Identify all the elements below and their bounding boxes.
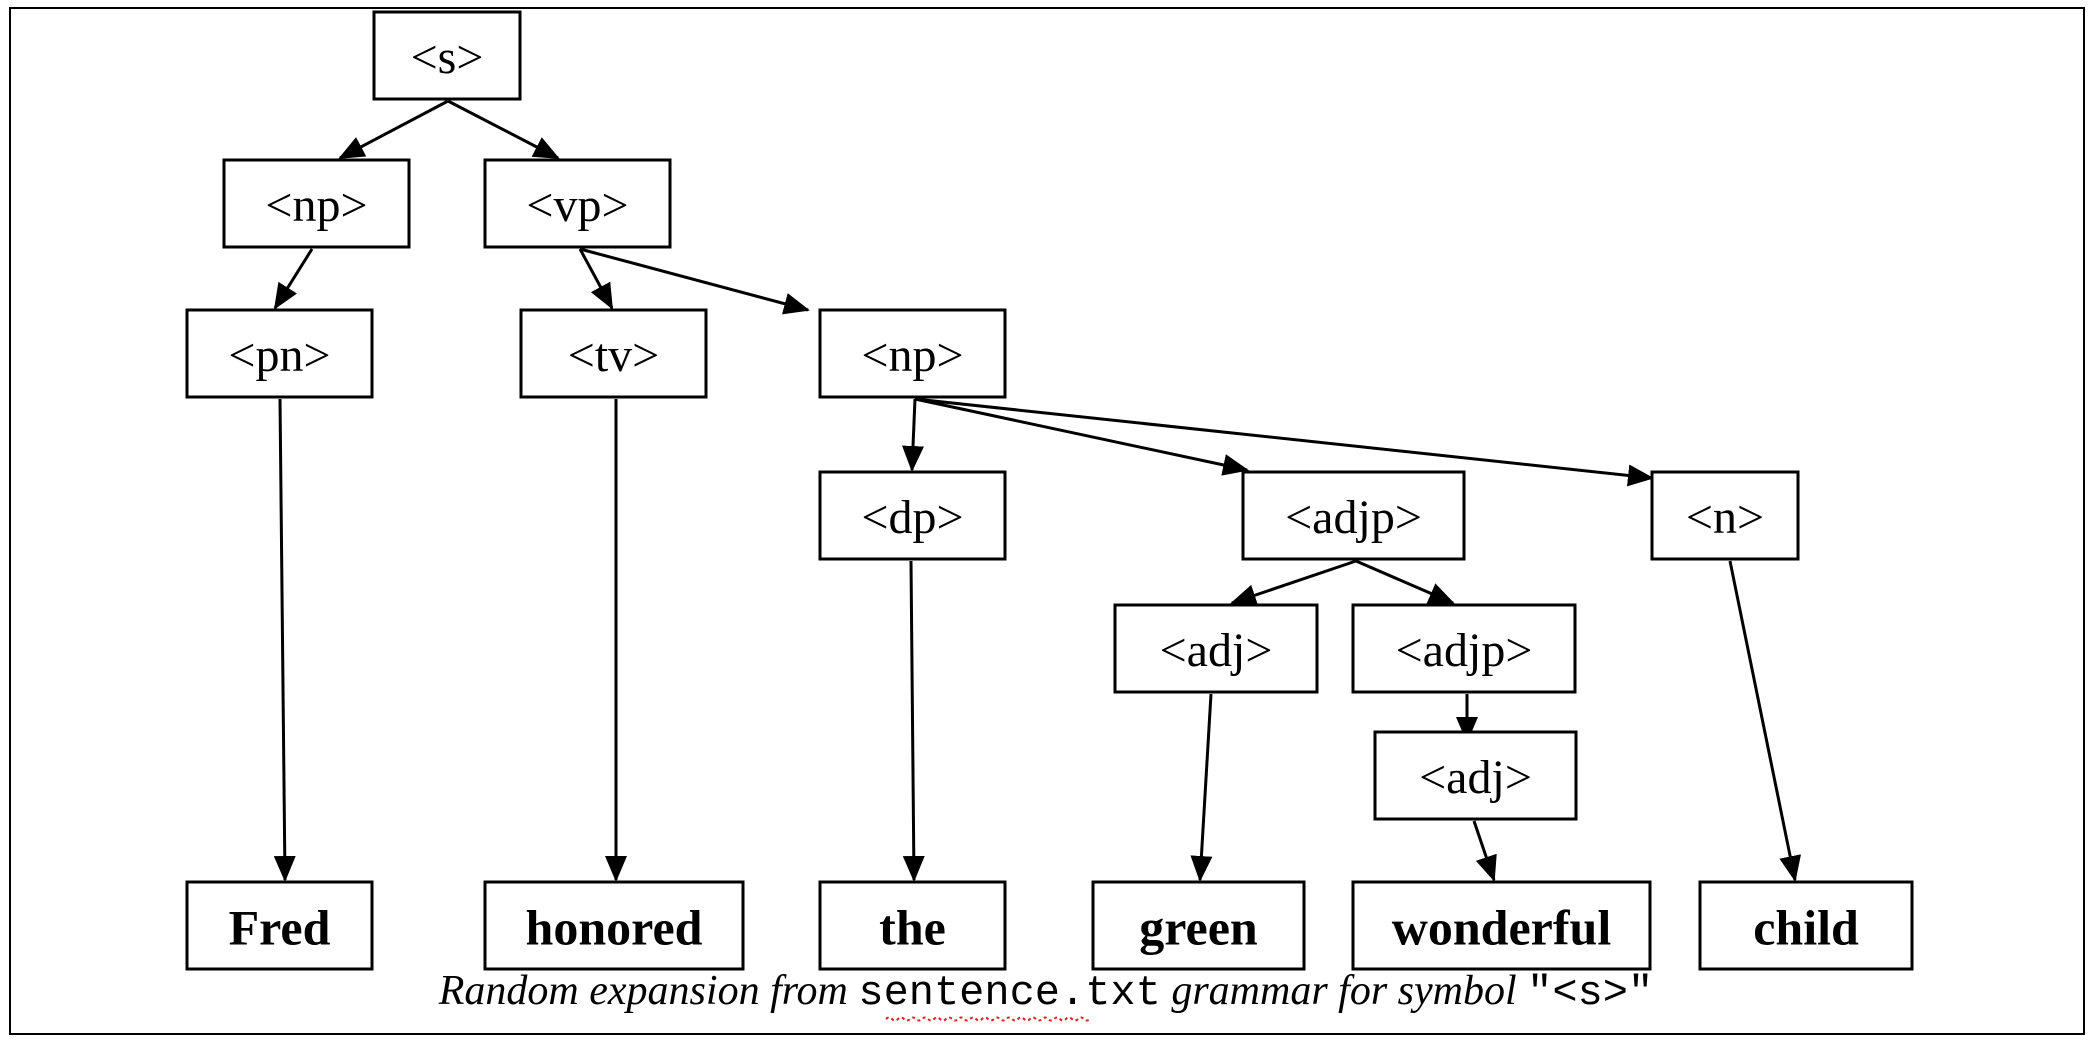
tree-node-tv: <tv> <box>519 308 708 399</box>
edge-adj2-wonderful <box>1472 820 1497 882</box>
node-box <box>222 158 411 249</box>
node-box <box>1241 470 1466 561</box>
tree-edges <box>273 99 1801 882</box>
node-box <box>185 880 374 971</box>
caption-symbol: "<s>" <box>1527 969 1653 1017</box>
node-box <box>818 880 1007 971</box>
tree-nodes: <s> <np> <vp> <pn> <tv> <np> <dp> <adjp> <n> <adj… <box>185 10 1914 971</box>
leaf-node-honored: honored <box>483 880 745 971</box>
node-label: child <box>1753 900 1859 956</box>
diagram-frame <box>9 7 2085 1035</box>
edge-s-np1 <box>338 99 449 160</box>
tree-node-pn: <pn> <box>185 308 374 399</box>
node-box <box>1351 603 1577 694</box>
node-label: the <box>879 900 946 956</box>
node-box <box>1351 880 1652 971</box>
caption-middle: grammar for symbol <box>1161 968 1527 1014</box>
tree-node-adjp2: <adjp> <box>1351 603 1577 694</box>
node-box <box>1091 880 1306 971</box>
node-box <box>818 308 1007 399</box>
node-box <box>1650 470 1800 561</box>
node-label: <adjp> <box>1285 491 1422 544</box>
node-label: <adj> <box>1419 751 1532 804</box>
node-label: <adjp> <box>1396 624 1533 677</box>
tree-node-adjp1: <adjp> <box>1241 470 1466 561</box>
node-box <box>372 10 522 101</box>
node-label: <vp> <box>526 179 628 232</box>
node-label: green <box>1139 900 1258 956</box>
node-box <box>519 308 708 399</box>
tree-node-n: <n> <box>1650 470 1800 561</box>
tree-node-np2: <np> <box>818 308 1007 399</box>
edge-vp-np2 <box>579 247 810 315</box>
edge-adjp1-adjp2 <box>1355 559 1455 605</box>
node-box <box>185 308 374 399</box>
leaf-node-the: the <box>818 880 1007 971</box>
edge-pn-fred <box>273 398 296 882</box>
edge-np2-adjp1 <box>914 397 1249 476</box>
edge-np2-n <box>914 397 1654 487</box>
node-label: <dp> <box>861 491 963 544</box>
caption: Random expansion from sentence.txt gramm… <box>438 968 1653 1017</box>
leaf-node-wonderful: wonderful <box>1351 880 1652 971</box>
edge-adjp1-adj1 <box>1230 559 1357 606</box>
spellcheck-underline <box>885 1016 1091 1022</box>
caption-filename: sentence.txt <box>858 969 1160 1017</box>
node-label: <n> <box>1686 491 1764 544</box>
node-label: <s> <box>411 31 484 84</box>
node-label: <np> <box>861 329 963 382</box>
tree-node-dp: <dp> <box>818 470 1007 561</box>
tree-node-vp: <vp> <box>483 158 672 249</box>
node-box <box>483 158 672 249</box>
leaf-node-child: child <box>1698 880 1914 971</box>
leaf-node-fred: Fred <box>185 880 374 971</box>
edge-vp-tv <box>578 248 614 310</box>
node-label: <tv> <box>568 329 659 382</box>
tree-node-np1: <np> <box>222 158 411 249</box>
edge-s-vp <box>447 99 560 160</box>
caption-prefix: Random expansion from <box>438 968 859 1014</box>
node-label: honored <box>526 900 703 956</box>
leaf-node-green: green <box>1091 880 1306 971</box>
node-label: <pn> <box>228 329 330 382</box>
node-box <box>818 470 1007 561</box>
node-label: Fred <box>229 900 331 956</box>
node-label: <np> <box>265 179 367 232</box>
node-label: wonderful <box>1392 900 1612 956</box>
edge-np1-pn <box>273 248 314 310</box>
edge-np2-dp <box>902 398 925 472</box>
node-label: <adj> <box>1160 624 1273 677</box>
tree-node-adj2: <adj> <box>1373 730 1578 821</box>
edge-n-child <box>1728 560 1801 882</box>
tree-node-s: <s> <box>372 10 522 101</box>
node-box <box>1698 880 1914 971</box>
node-box <box>1373 730 1578 821</box>
node-box <box>1113 603 1319 694</box>
node-box <box>483 880 745 971</box>
edge-adj1-green <box>1190 693 1213 882</box>
tree-node-adj1: <adj> <box>1113 603 1319 694</box>
edge-dp-the <box>902 560 925 882</box>
